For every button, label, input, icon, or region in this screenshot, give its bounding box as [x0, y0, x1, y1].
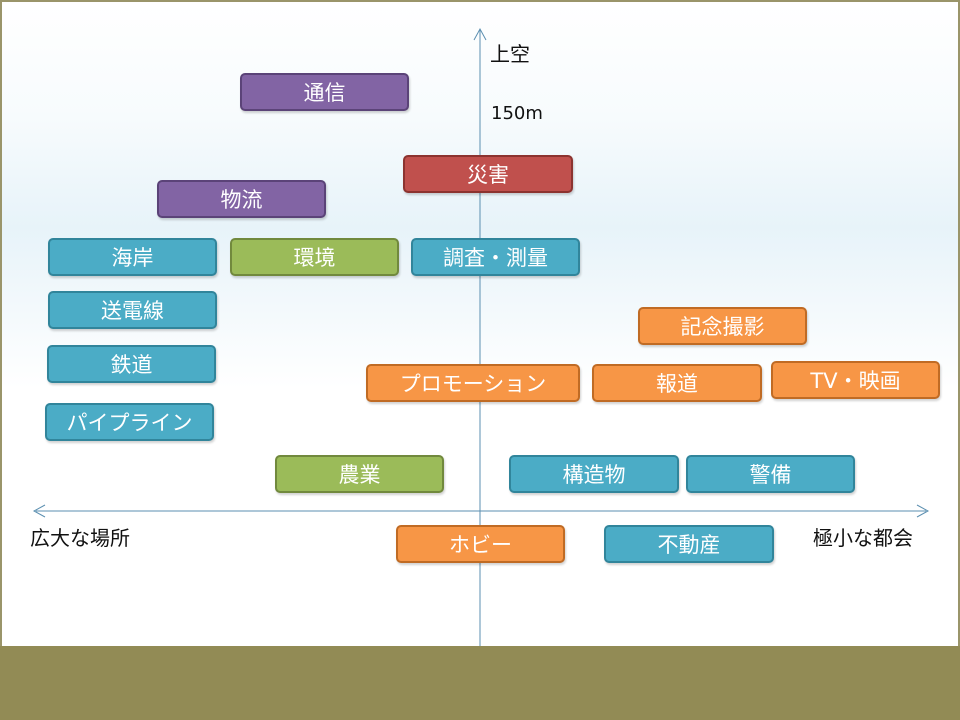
- box-kankyo: 環境: [230, 238, 399, 276]
- box-tv: TV・映画: [771, 361, 940, 399]
- box-saigai: 災害: [403, 155, 573, 193]
- box-hodo: 報道: [592, 364, 762, 402]
- box-butsuryu: 物流: [157, 180, 326, 218]
- box-keibi: 警備: [686, 455, 855, 493]
- box-chosa: 調査・測量: [411, 238, 580, 276]
- box-kinen: 記念撮影: [638, 307, 807, 345]
- box-tsushin: 通信: [240, 73, 409, 111]
- frame-top: [0, 0, 960, 2]
- box-kozobutsu: 構造物: [509, 455, 679, 493]
- box-kaigan: 海岸: [48, 238, 217, 276]
- box-hobby: ホビー: [396, 525, 565, 563]
- frame-right: [958, 0, 960, 646]
- ground-strip: [0, 646, 960, 720]
- box-nogyo: 農業: [275, 455, 444, 493]
- frame-left: [0, 0, 2, 646]
- box-promotion: プロモーション: [366, 364, 580, 402]
- axis-right-label: 極小な都会: [813, 526, 913, 550]
- box-pipeline: パイプライン: [45, 403, 214, 441]
- box-tetsudo: 鉄道: [47, 345, 216, 383]
- axis-top-label: 上空: [490, 42, 530, 66]
- box-fudosan: 不動産: [604, 525, 774, 563]
- box-sodensen: 送電線: [48, 291, 217, 329]
- altitude-label: 150m: [491, 103, 543, 124]
- axis-left-label: 広大な場所: [30, 526, 130, 550]
